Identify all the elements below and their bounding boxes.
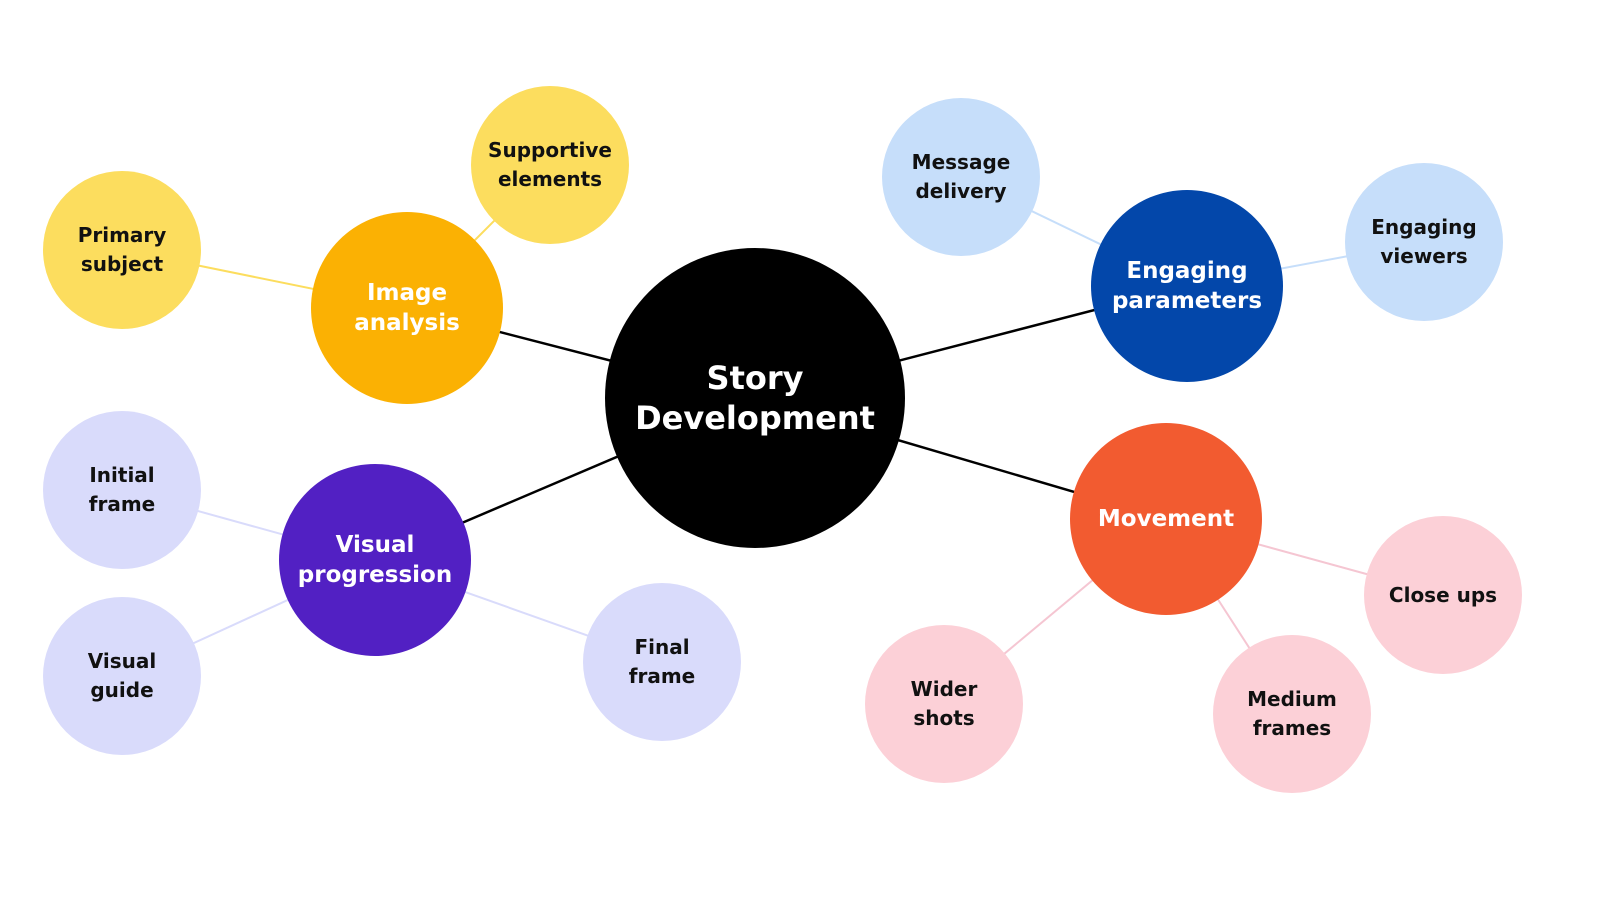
hub-engaging-parameters: Engaging parameters xyxy=(1091,190,1283,382)
leaf-wider-shots: Wider shots xyxy=(865,625,1023,783)
hub-image-analysis: Image analysis xyxy=(311,212,503,404)
leaf-primary-subject: Primary subject xyxy=(43,171,201,329)
leaf-medium-frames: Medium frames xyxy=(1213,635,1371,793)
leaf-engaging-viewers: Engaging viewers xyxy=(1345,163,1503,321)
leaf-supportive-elements: Supportive elements xyxy=(471,86,629,244)
leaf-close-ups: Close ups xyxy=(1364,516,1522,674)
leaf-final-frame: Final frame xyxy=(583,583,741,741)
hub-movement: Movement xyxy=(1070,423,1262,615)
root-node-story-development: Story Development xyxy=(605,248,905,548)
leaf-visual-guide: Visual guide xyxy=(43,597,201,755)
leaf-message-delivery: Message delivery xyxy=(882,98,1040,256)
leaf-initial-frame: Initial frame xyxy=(43,411,201,569)
hub-visual-progression: Visual progression xyxy=(279,464,471,656)
